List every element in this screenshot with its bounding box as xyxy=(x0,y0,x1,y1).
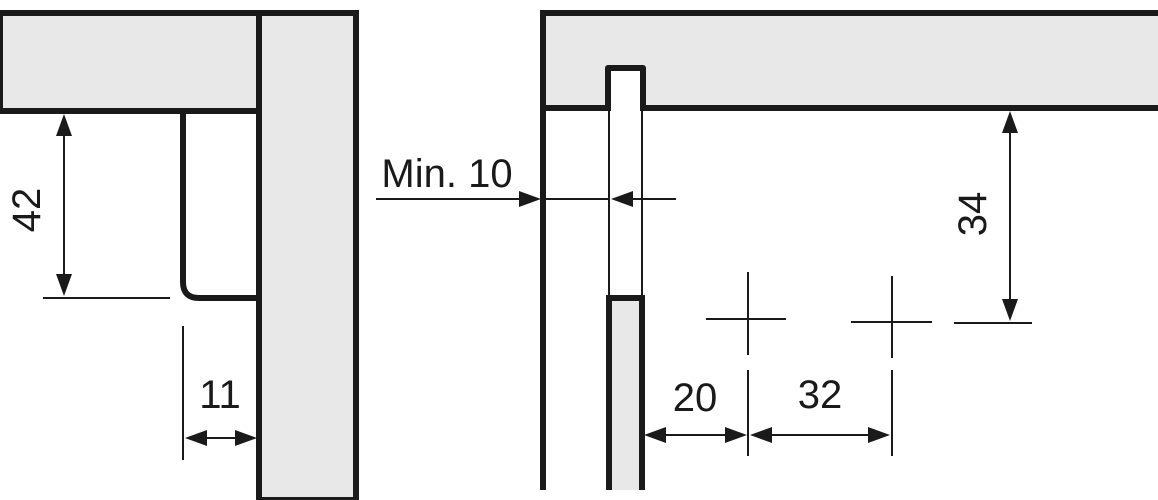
dim-min10-arrow-right xyxy=(611,191,633,207)
dim-42-arrow-top xyxy=(56,114,72,136)
dim-34-arrow-top xyxy=(1002,111,1018,133)
dim-32-label: 32 xyxy=(798,373,843,417)
dim-11-arrow-right xyxy=(235,430,257,446)
dim-min10-arrow-left xyxy=(519,191,541,207)
right-back-panel xyxy=(606,295,645,490)
dim-42-arrow-bottom xyxy=(56,274,72,296)
dim-42-label: 42 xyxy=(5,188,49,233)
hole-marker-2 xyxy=(851,276,932,358)
dim-32-arrow-right xyxy=(868,427,890,443)
dim-11-arrow-left xyxy=(185,430,207,446)
left-fitting-profile xyxy=(180,111,259,301)
dim-20-arrow-right xyxy=(725,427,747,443)
dim-11-label: 11 xyxy=(199,373,241,417)
dim-34-label: 34 xyxy=(951,192,995,237)
left-side-panel xyxy=(256,10,359,500)
dim-min10-label: Min. 10 xyxy=(381,152,512,196)
dim-34-arrow-bottom xyxy=(1002,299,1018,321)
right-groove-fill xyxy=(611,71,640,111)
hole-marker-1 xyxy=(706,272,786,355)
right-top-groove xyxy=(605,65,646,108)
dim-20-label: 20 xyxy=(673,376,718,420)
right-detail: Min. 10 34 20 32 xyxy=(376,10,1158,490)
dim-32-arrow-left xyxy=(750,427,772,443)
dim-20-arrow-left xyxy=(644,427,666,443)
left-detail: 42 11 xyxy=(0,10,359,500)
